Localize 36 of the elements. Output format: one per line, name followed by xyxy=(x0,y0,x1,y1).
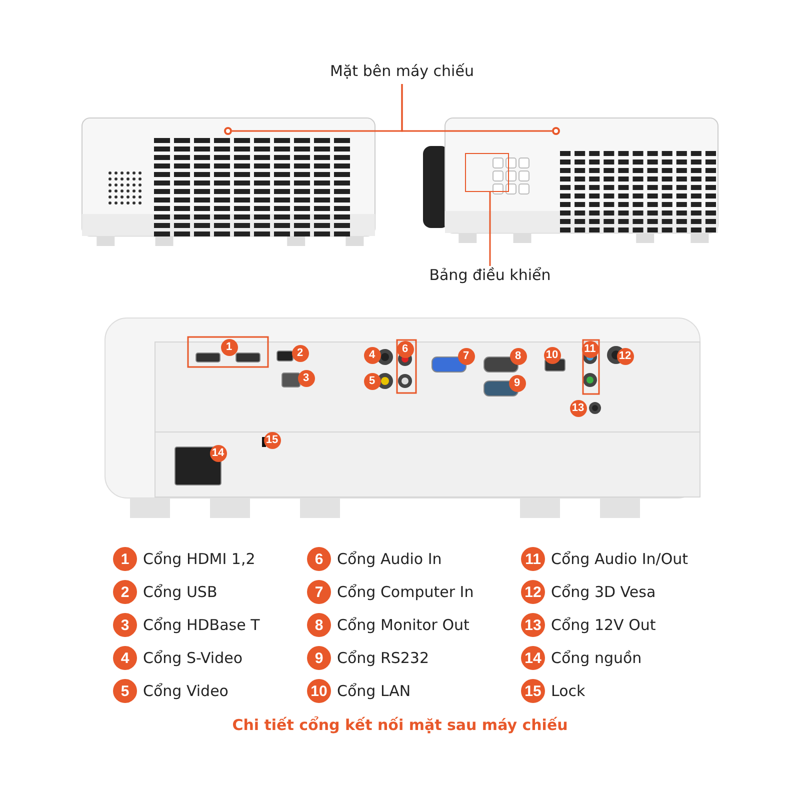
callout-label: Mặt bên máy chiếu xyxy=(322,62,482,84)
number-badge: 11 xyxy=(521,547,545,571)
number-badge: 1 xyxy=(113,547,137,571)
port-label: Cổng Video xyxy=(143,681,228,701)
number-badge: 14 xyxy=(521,646,545,670)
port-label: Cổng Audio In xyxy=(337,549,442,569)
number-badge: 3 xyxy=(113,613,137,637)
number-badge: 7 xyxy=(307,580,331,604)
control-panel-outline xyxy=(465,153,509,192)
port-label: Cổng 3D Vesa xyxy=(551,582,656,602)
callout-label: Bảng điều khiển xyxy=(414,266,566,288)
number-badge: 10 xyxy=(307,679,331,703)
number-badge: 15 xyxy=(521,679,545,703)
number-badge: 5 xyxy=(113,679,137,703)
port-label: Cổng HDMI 1,2 xyxy=(143,549,256,569)
number-badge: 13 xyxy=(521,613,545,637)
port-label: Cổng Audio In/Out xyxy=(551,549,688,569)
port-label: Cổng LAN xyxy=(337,681,411,701)
port-label: Cổng USB xyxy=(143,582,218,602)
caption: Chi tiết cổng kết nối mặt sau máy chiếu xyxy=(231,716,569,734)
port-label: Cổng RS232 xyxy=(337,648,430,668)
port-label: Cổng S-Video xyxy=(143,648,243,668)
port-label: Cổng Monitor Out xyxy=(337,615,470,635)
number-badge: 8 xyxy=(307,613,331,637)
leader-line xyxy=(489,192,491,266)
port-label: Cổng Computer In xyxy=(337,582,474,602)
number-badge: 4 xyxy=(113,646,137,670)
leader-line xyxy=(401,84,552,132)
port-label: Cổng 12V Out xyxy=(551,615,656,635)
port-label: Lock xyxy=(551,681,586,701)
port-label: Cổng nguồn xyxy=(551,648,642,668)
number-badge: 9 xyxy=(307,646,331,670)
port-label: Cổng HDBase T xyxy=(143,615,260,635)
number-badge: 12 xyxy=(521,580,545,604)
number-badge: 6 xyxy=(307,547,331,571)
number-badge: 2 xyxy=(113,580,137,604)
